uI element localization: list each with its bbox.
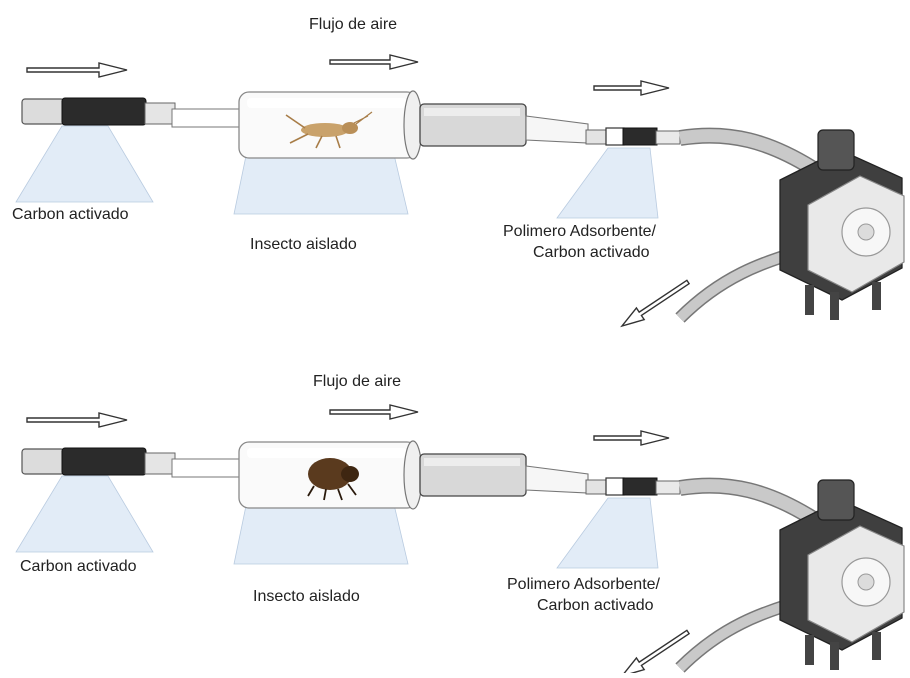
panel2-polymer-label-line1: Polimero Adsorbente/ bbox=[507, 575, 660, 594]
panel1-chamber-highlight bbox=[247, 98, 407, 108]
panel2-trap-inlet bbox=[586, 480, 608, 494]
panel1-trap-carbon bbox=[623, 128, 657, 145]
panel2-pump-leg-1 bbox=[805, 635, 814, 665]
panel2-arrow-middle bbox=[330, 405, 418, 419]
panel1-pump-leg-2 bbox=[830, 292, 839, 320]
panel2-beetle-head bbox=[341, 466, 359, 482]
panel1-polymer-label-line1: Polimero Adsorbente/ bbox=[503, 222, 656, 241]
panel2-carbon-callout bbox=[16, 476, 153, 552]
panel1-connector-a bbox=[145, 103, 175, 124]
panel2-hose bbox=[680, 486, 812, 518]
panel-2 bbox=[16, 405, 904, 673]
panel2-chamber-highlight bbox=[247, 448, 407, 458]
panel1-trap-outlet bbox=[656, 131, 680, 144]
panel1-carbon-filter bbox=[62, 98, 146, 125]
panel1-inlet-tube bbox=[22, 99, 64, 124]
panel2-pump-top bbox=[818, 480, 854, 520]
panel1-arrow-middle bbox=[330, 55, 418, 69]
panel1-carbon-label: Carbon activado bbox=[12, 205, 129, 224]
panel1-insect-label: Insecto aislado bbox=[250, 235, 357, 254]
panel1-chamber-cap bbox=[404, 91, 422, 159]
panel2-trap-polymer bbox=[606, 478, 624, 495]
panel2-carbon-filter bbox=[62, 448, 146, 475]
panel1-arrow-right bbox=[594, 81, 669, 95]
panel1-tube-to-trap bbox=[526, 116, 588, 143]
panel2-flow-label: Flujo de aire bbox=[313, 372, 401, 391]
panel1-cricket-body bbox=[301, 123, 349, 137]
panel1-trap-inlet bbox=[586, 130, 608, 144]
panel2-insect-label: Insecto aislado bbox=[253, 587, 360, 606]
panel1-trap-polymer bbox=[606, 128, 624, 145]
panel1-pump-hub bbox=[858, 224, 874, 240]
panel2-pump-leg-2 bbox=[830, 642, 839, 670]
panel2-polymer-callout bbox=[557, 498, 658, 568]
panel2-trap-carbon bbox=[623, 478, 657, 495]
panel2-inlet-tube bbox=[22, 449, 64, 474]
panel2-chamber-cap bbox=[404, 441, 422, 509]
panel1-polymer-callout bbox=[557, 148, 658, 218]
panel2-carbon-label: Carbon activado bbox=[20, 557, 137, 576]
panel1-hose bbox=[680, 136, 812, 168]
panel1-pump-top bbox=[818, 130, 854, 170]
panel2-adapter-highlight bbox=[424, 458, 520, 466]
panel1-pump-leg-1 bbox=[805, 285, 814, 315]
panel1-cricket-head bbox=[342, 122, 358, 134]
panel2-trap-outlet bbox=[656, 481, 680, 494]
panel2-polymer-label-line2: Carbon activado bbox=[537, 596, 654, 615]
panel1-exhaust-arrow-shape bbox=[618, 276, 692, 332]
panel2-tube-to-chamber bbox=[172, 459, 242, 477]
panel1-exhaust-arrow bbox=[618, 276, 692, 332]
panel1-pump-leg-3 bbox=[872, 282, 881, 310]
panel2-pump-hub bbox=[858, 574, 874, 590]
panel1-adapter-highlight bbox=[424, 108, 520, 116]
panel2-arrow-right bbox=[594, 431, 669, 445]
panel2-arrow-left bbox=[27, 413, 127, 427]
panel2-tube-to-trap bbox=[526, 466, 588, 493]
panel2-pump-leg-3 bbox=[872, 632, 881, 660]
panel1-tube-to-chamber bbox=[172, 109, 242, 127]
panel1-flow-label: Flujo de aire bbox=[309, 15, 397, 34]
panel2-connector-a bbox=[145, 453, 175, 474]
panel1-arrow-left bbox=[27, 63, 127, 77]
panel1-polymer-label-line2: Carbon activado bbox=[533, 243, 650, 262]
panel-1 bbox=[16, 55, 904, 332]
panel1-carbon-callout bbox=[16, 126, 153, 202]
